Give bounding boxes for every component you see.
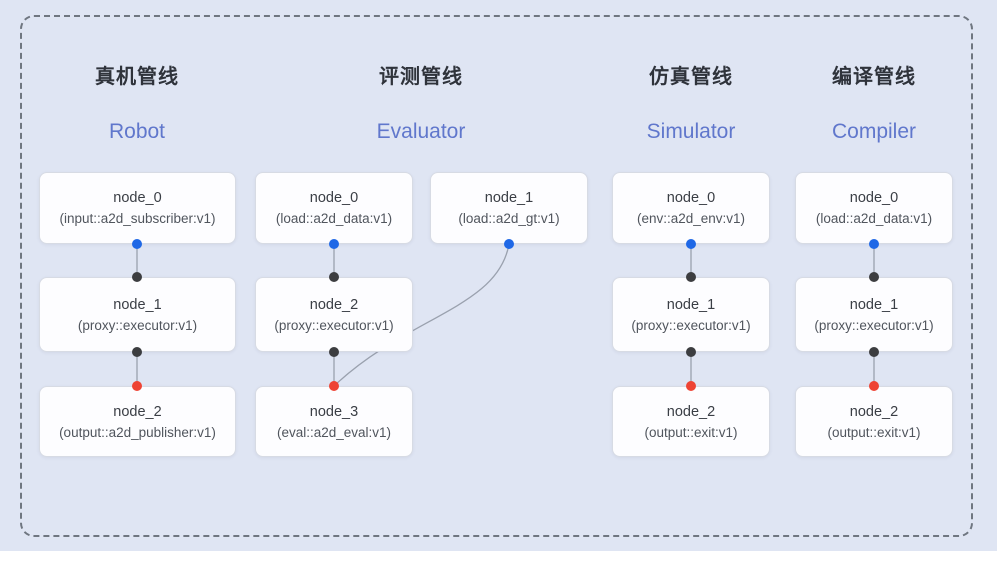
node-evaluator-node1[interactable]: node_1 (load::a2d_gt:v1) (430, 172, 588, 244)
port-dot-robot-node1-input[interactable] (132, 272, 142, 282)
edge-eval-n1-n3 (333, 243, 510, 387)
node-type: (proxy::executor:v1) (814, 317, 934, 333)
pipeline-title-zh-evaluator: 评测管线 (379, 66, 463, 88)
pipeline-title-en-compiler: Compiler (831, 120, 917, 143)
node-name: node_2 (113, 403, 162, 420)
node-name: node_1 (666, 296, 716, 313)
port-dot-evaluator-node2-input[interactable] (329, 272, 339, 282)
port-dot-compiler-node0-output[interactable] (869, 239, 879, 249)
node-name: node_1 (484, 190, 534, 206)
node-type: (eval::a2d_eval:v1) (276, 424, 392, 440)
node-type: (output::a2d_publisher:v1) (59, 424, 216, 440)
node-type: (load::a2d_gt:v1) (458, 211, 560, 226)
node-name: node_2 (309, 296, 359, 313)
port-dot-evaluator-node2-output[interactable] (329, 347, 339, 357)
node-type: (env::a2d_env:v1) (636, 211, 746, 226)
pipeline-title-en-evaluator: Evaluator (376, 120, 466, 143)
pipeline-title-en-simulator: Simulator (646, 120, 736, 143)
pipeline-group-frame (20, 15, 973, 537)
node-compiler-node0[interactable]: node_0 (load::a2d_data:v1) (795, 172, 953, 244)
node-robot-node0[interactable]: node_0 (input::a2d_subscriber:v1) (39, 172, 236, 244)
node-compiler-node2[interactable]: node_2 (output::exit:v1) (795, 386, 953, 457)
node-name: node_2 (849, 403, 899, 420)
node-type: (load::a2d_data:v1) (275, 211, 393, 226)
node-type: (proxy::executor:v1) (631, 317, 751, 333)
node-type: (output::exit:v1) (827, 424, 921, 440)
node-type: (load::a2d_data:v1) (815, 211, 933, 226)
node-type: (proxy::executor:v1) (77, 317, 198, 333)
port-dot-compiler-node1-input[interactable] (869, 272, 879, 282)
node-name: node_1 (849, 296, 899, 313)
node-type: (proxy::executor:v1) (274, 317, 394, 333)
node-evaluator-node3[interactable]: node_3 (eval::a2d_eval:v1) (255, 386, 413, 457)
pipeline-title-zh-compiler: 编译管线 (832, 66, 916, 88)
node-name: node_0 (113, 190, 162, 206)
pipeline-title-zh-simulator: 仿真管线 (649, 66, 733, 88)
node-name: node_1 (113, 296, 162, 313)
pipeline-title-zh-robot: 真机管线 (95, 66, 179, 88)
port-dot-simulator-node2-input[interactable] (686, 381, 696, 391)
port-dot-simulator-node0-output[interactable] (686, 239, 696, 249)
node-simulator-node0[interactable]: node_0 (env::a2d_env:v1) (612, 172, 770, 244)
node-name: node_0 (666, 190, 716, 206)
port-dot-robot-node0-output[interactable] (132, 239, 142, 249)
node-robot-node1[interactable]: node_1 (proxy::executor:v1) (39, 277, 236, 352)
port-dot-robot-node1-output[interactable] (132, 347, 142, 357)
port-dot-robot-node2-input[interactable] (132, 381, 142, 391)
node-evaluator-node0[interactable]: node_0 (load::a2d_data:v1) (255, 172, 413, 244)
port-dot-evaluator-node1-output[interactable] (504, 239, 514, 249)
pipeline-title-en-robot: Robot (108, 120, 166, 143)
background-panel (0, 0, 997, 551)
port-dot-simulator-node1-output[interactable] (686, 347, 696, 357)
node-name: node_2 (666, 403, 716, 420)
node-name: node_0 (309, 190, 359, 206)
node-type: (output::exit:v1) (644, 424, 738, 440)
node-type: (input::a2d_subscriber:v1) (59, 211, 216, 226)
node-evaluator-node2[interactable]: node_2 (proxy::executor:v1) (255, 277, 413, 352)
port-dot-evaluator-node3-input[interactable] (329, 381, 339, 391)
node-simulator-node1[interactable]: node_1 (proxy::executor:v1) (612, 277, 770, 352)
port-dot-compiler-node2-input[interactable] (869, 381, 879, 391)
node-robot-node2[interactable]: node_2 (output::a2d_publisher:v1) (39, 386, 236, 457)
node-name: node_0 (849, 190, 899, 206)
node-name: node_3 (309, 403, 359, 420)
port-dot-evaluator-node0-output[interactable] (329, 239, 339, 249)
port-dot-compiler-node1-output[interactable] (869, 347, 879, 357)
node-compiler-node1[interactable]: node_1 (proxy::executor:v1) (795, 277, 953, 352)
port-dot-simulator-node1-input[interactable] (686, 272, 696, 282)
node-simulator-node2[interactable]: node_2 (output::exit:v1) (612, 386, 770, 457)
